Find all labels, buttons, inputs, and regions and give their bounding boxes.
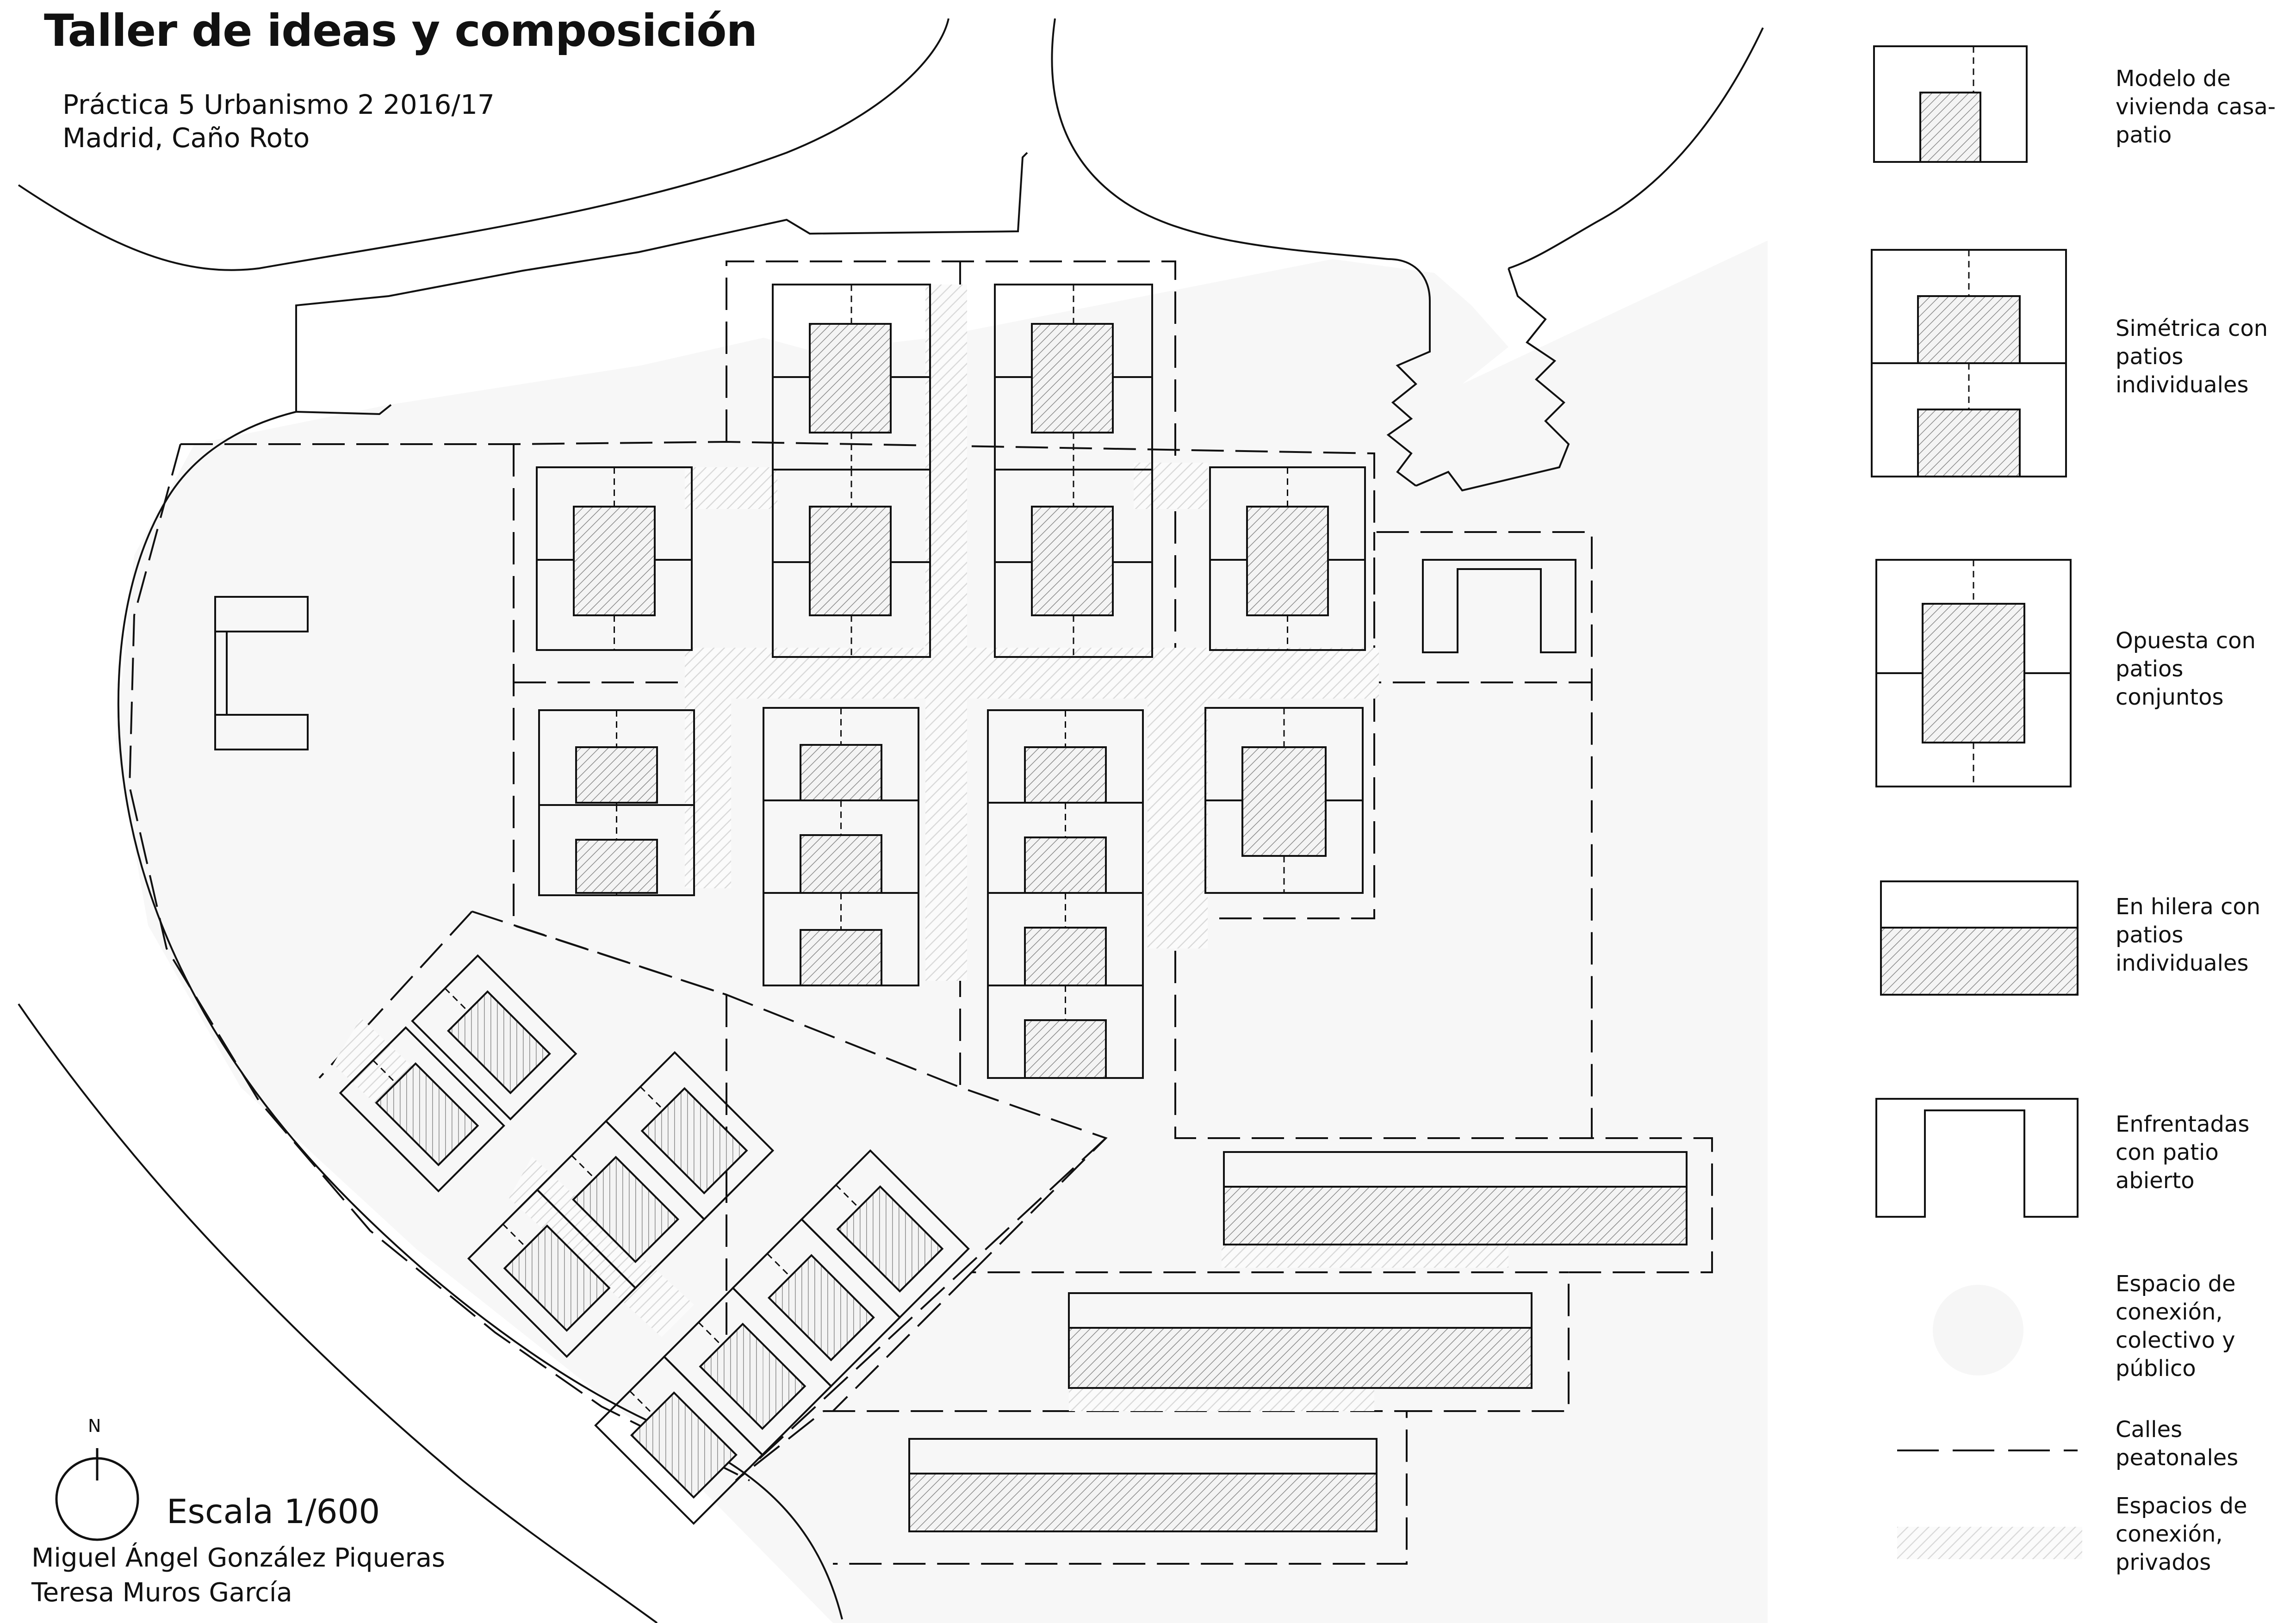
legend-label-streets: Calles peatonales <box>2116 1417 2239 1471</box>
block-diagonal <box>467 1051 775 1358</box>
house-patio <box>1024 746 1107 804</box>
block-opposite <box>536 466 693 651</box>
house-patio <box>1031 506 1114 616</box>
casa-patio-icon <box>1873 45 2028 163</box>
site-boundaries <box>18 18 1764 1623</box>
house-patio <box>1241 746 1327 857</box>
house-axis <box>698 1322 722 1346</box>
subtitle-location: Madrid, Caño Roto <box>62 122 310 154</box>
house-patio <box>1024 927 1107 986</box>
house-axis <box>835 1184 860 1208</box>
block-row-houses <box>908 1438 1378 1532</box>
house-patio <box>1024 836 1107 894</box>
facing-arm <box>214 714 309 750</box>
north-arrow-icon <box>55 1448 139 1541</box>
block-symmetric <box>538 709 695 896</box>
house-patio <box>699 1322 807 1430</box>
housing-blocks <box>214 284 1688 1532</box>
row-patios <box>1068 1327 1533 1389</box>
house-axis <box>372 1059 397 1084</box>
legend-label-private-space: Espacios de conexión, privados <box>2116 1493 2247 1575</box>
block-row-houses <box>1068 1292 1533 1389</box>
facing-outline <box>1422 559 1576 653</box>
house-axis <box>639 1086 664 1110</box>
house-patio <box>447 990 551 1095</box>
house-patio <box>573 506 656 616</box>
public-space-swatch <box>1933 1285 2023 1375</box>
house-patio <box>800 929 882 986</box>
facing-arm <box>214 596 309 632</box>
house-patio <box>640 1087 748 1195</box>
block-opposite <box>1209 466 1366 651</box>
house-patio <box>767 1254 875 1362</box>
block-diagonal <box>594 1149 970 1525</box>
legend-label-public-space: Espacio de conexión, colectivo y público <box>2116 1271 2236 1381</box>
legend-label-symmetric: Simétrica con patios individuales <box>2116 316 2268 398</box>
author-2: Teresa Muros García <box>31 1578 292 1608</box>
author-1: Miguel Ángel González Piqueras <box>31 1543 446 1573</box>
house-axis <box>444 988 469 1012</box>
block-opposite <box>1204 707 1364 894</box>
house-patio <box>375 1062 479 1166</box>
block-row-houses <box>1223 1151 1688 1245</box>
block-double-tall <box>994 284 1153 658</box>
house-patio <box>1031 323 1114 434</box>
house-patio <box>503 1224 611 1332</box>
house-axis <box>571 1155 595 1179</box>
opposite-patios-icon <box>1875 559 2072 787</box>
house-patio <box>1246 506 1329 616</box>
legend-label-facing: Enfrentadas con patio abierto <box>2116 1111 2250 1194</box>
house-plot <box>800 1149 970 1319</box>
block-double-tall <box>772 284 931 658</box>
row-patios <box>1223 1186 1688 1245</box>
block-quadruple <box>987 709 1144 1079</box>
house-plot <box>604 1051 775 1221</box>
page-title: Taller de ideas y composición <box>44 6 757 56</box>
block-facing <box>214 596 309 750</box>
row-patios <box>908 1473 1378 1532</box>
house-patio <box>809 323 892 434</box>
house-axis <box>767 1253 791 1277</box>
house-patio <box>1024 1019 1107 1079</box>
north-label: N <box>88 1416 101 1436</box>
house-patio <box>572 1156 680 1264</box>
house-patio <box>836 1185 944 1293</box>
house-patio <box>809 506 892 616</box>
house-patio <box>575 746 658 804</box>
subtitle-course: Práctica 5 Urbanismo 2 2016/17 <box>62 89 495 120</box>
symmetric-patios-icon <box>1871 249 2067 477</box>
facing-open-patio-icon <box>1875 1098 2079 1218</box>
private-connection-spaces <box>333 285 1508 1411</box>
house-patio <box>800 744 882 801</box>
house-patio <box>630 1391 738 1499</box>
house-axis <box>502 1223 527 1248</box>
legend <box>1871 45 2082 1559</box>
scale-label: Escala 1/600 <box>167 1492 380 1531</box>
legend-label-row: En hilera con patios individuales <box>2116 894 2261 976</box>
private-space-swatch <box>1897 1527 2082 1559</box>
row-house-icon <box>1880 880 2079 996</box>
legend-label-casa-patio: Modelo de vivienda casa-patio <box>2116 66 2276 148</box>
block-facing <box>1422 559 1576 653</box>
house-patio <box>800 834 882 894</box>
house-patio <box>575 839 658 894</box>
block-diagonal <box>339 954 577 1193</box>
block-triple <box>763 707 919 986</box>
legend-label-opposite: Opuesta con patios conjuntos <box>2116 628 2256 710</box>
house-axis <box>629 1390 653 1415</box>
